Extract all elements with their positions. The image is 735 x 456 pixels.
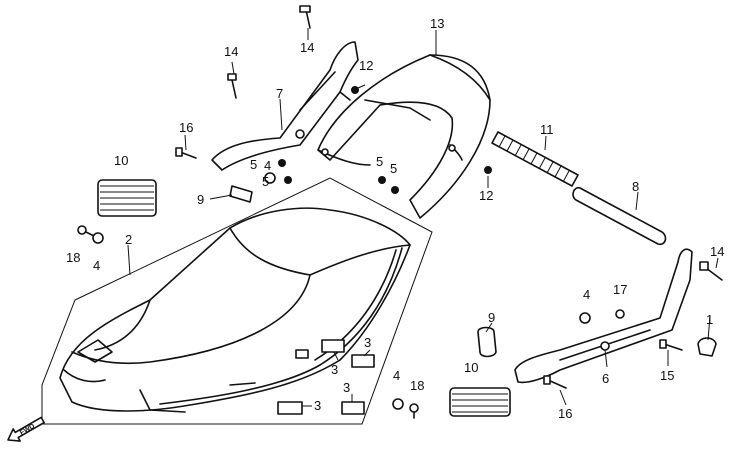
callout-5: 5 [250,157,257,172]
callout-18: 18 [410,378,424,393]
callout-12: 12 [359,58,373,73]
callout-9: 9 [488,310,495,325]
callout-6: 6 [602,371,609,386]
ribbed-grip [491,131,579,187]
callout-5: 5 [390,161,397,176]
callout-3: 3 [331,362,338,377]
fwd-label: FWD [19,423,36,437]
grab-rail-right [514,248,693,384]
callout-16: 16 [179,120,193,135]
ribbed-pad-left [97,179,157,217]
callout-13: 13 [430,16,444,31]
callout-4: 4 [93,258,100,273]
leader-lines [127,28,719,407]
fwd-arrow: FWD [7,416,45,442]
callout-3: 3 [343,380,350,395]
grip-cover [572,186,667,246]
callout-12: 12 [479,188,493,203]
callout-2: 2 [125,232,132,247]
ribbed-pad-right [449,387,511,417]
seat-group-outline [41,177,433,425]
rubber-pad-b [351,354,375,368]
callout-14: 14 [710,244,724,259]
callout-14: 14 [224,44,238,59]
callout-4: 4 [264,158,271,173]
grab-rail-left [211,41,359,171]
callout-4: 4 [583,287,590,302]
callout-3: 3 [314,398,321,413]
hardware [77,5,723,419]
rubber-pad-e [295,349,309,359]
callout-17: 17 [613,282,627,297]
callout-11: 11 [540,122,554,137]
callout-10: 10 [114,153,128,168]
callout-7: 7 [276,86,283,101]
callouts: 1 2 3 3 3 3 3 4 4 4 4 5 5 5 5 6 7 8 9 9 … [66,16,724,421]
callout-8: 8 [632,179,639,194]
callout-1: 1 [706,312,713,327]
rubber-pad-c [341,401,365,415]
callout-18: 18 [66,250,80,265]
rear-cowl [317,54,491,219]
callout-9: 9 [197,192,204,207]
rubber-pad-a [321,339,345,353]
callout-15: 15 [660,368,674,383]
callout-5: 5 [376,154,383,169]
callout-3: 3 [364,335,371,350]
seat [59,207,411,413]
callout-4: 4 [393,368,400,383]
spacer-right [477,326,497,358]
callout-10: 10 [464,360,478,375]
spacer-left [229,185,253,203]
rubber-pad-d [277,401,303,415]
callout-14: 14 [300,40,314,55]
callout-5: 5 [262,174,269,189]
callout-16: 16 [558,406,572,421]
